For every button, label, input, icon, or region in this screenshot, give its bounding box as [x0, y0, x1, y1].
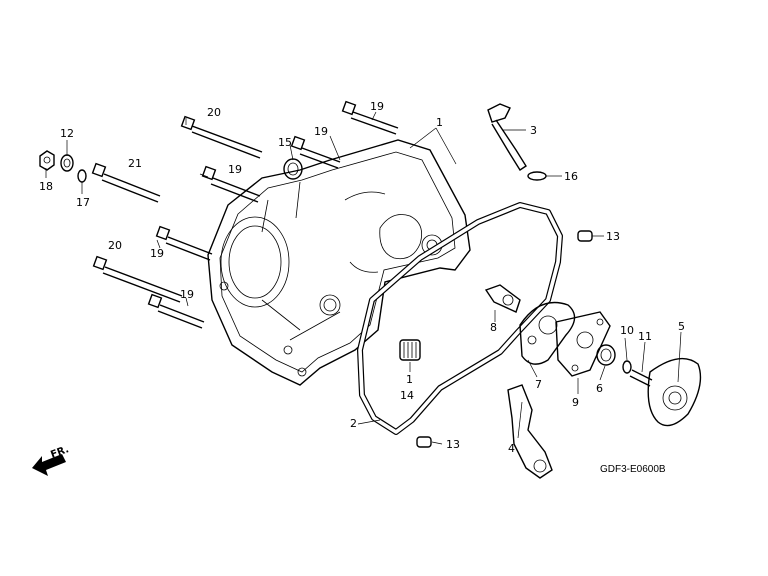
callout-11: 11	[638, 330, 652, 343]
callout-labels: 1 1 2 3 4 5 6 7 8 9 10 11 12 13 13 14 15…	[39, 100, 685, 455]
plate-9	[555, 311, 611, 377]
callout-19-mid-left: 19	[150, 247, 164, 260]
callout-19-left: 19	[228, 163, 242, 176]
direction-label: FR.	[49, 444, 70, 461]
callout-7: 7	[535, 378, 542, 391]
callout-12: 12	[60, 127, 74, 140]
bolt-20-lower	[92, 255, 183, 303]
bolt-19-mid-left	[155, 225, 213, 261]
dowel-pin-13-upper	[577, 230, 593, 242]
callout-20-lower: 20	[108, 239, 122, 252]
callout-9: 9	[572, 396, 579, 409]
washer-10	[622, 360, 632, 374]
bolt-19-lower	[147, 293, 205, 329]
callout-21: 21	[128, 157, 142, 170]
callout-14: 14	[400, 389, 414, 402]
bolt-19-left	[201, 165, 261, 203]
oil-seal-6	[596, 344, 616, 366]
callout-17: 17	[76, 196, 90, 209]
needle-bearing-14	[399, 339, 421, 361]
bolt-19-upper-mid	[290, 135, 341, 169]
kick-starter-arm-4	[507, 384, 553, 479]
callout-13-upper: 13	[606, 230, 620, 243]
washer-12	[60, 154, 74, 172]
callout-3: 3	[530, 124, 537, 137]
cam-plate-7	[519, 301, 576, 365]
callout-2: 2	[350, 417, 357, 430]
callout-5: 5	[678, 320, 685, 333]
front-direction-arrow	[32, 454, 66, 476]
leader-lines	[45, 111, 682, 445]
callout-15: 15	[278, 136, 292, 149]
callout-1-bearing: 1	[406, 373, 413, 386]
callout-16: 16	[564, 170, 578, 183]
bolt-20-upper	[180, 115, 263, 159]
callout-19-mid: 19	[314, 125, 328, 138]
drawing-code: GDF3-E0600B	[600, 464, 666, 475]
callout-10: 10	[620, 324, 634, 337]
kick-starter-spindle-8	[484, 284, 521, 313]
callout-8: 8	[490, 321, 497, 334]
callout-18: 18	[39, 180, 53, 193]
callout-19-lower: 19	[180, 288, 194, 301]
o-ring-16	[527, 171, 547, 181]
o-ring-17	[77, 169, 87, 183]
dowel-pin-13-lower	[416, 436, 432, 448]
callout-13-lower: 13	[446, 438, 460, 451]
cover-gasket	[357, 202, 563, 435]
nut-18	[39, 150, 55, 171]
callout-6: 6	[596, 382, 603, 395]
cover-cap-5	[647, 357, 702, 427]
oil-filler-cap-3	[487, 103, 527, 171]
callout-19-top: 19	[370, 100, 384, 113]
callout-1: 1	[436, 116, 443, 129]
callout-4: 4	[508, 442, 515, 455]
bolt-19-top	[341, 100, 399, 135]
bolt-21	[91, 162, 161, 203]
callout-20-upper: 20	[207, 106, 221, 119]
right-crankcase-cover	[207, 139, 471, 386]
oil-seal-15	[283, 158, 303, 180]
